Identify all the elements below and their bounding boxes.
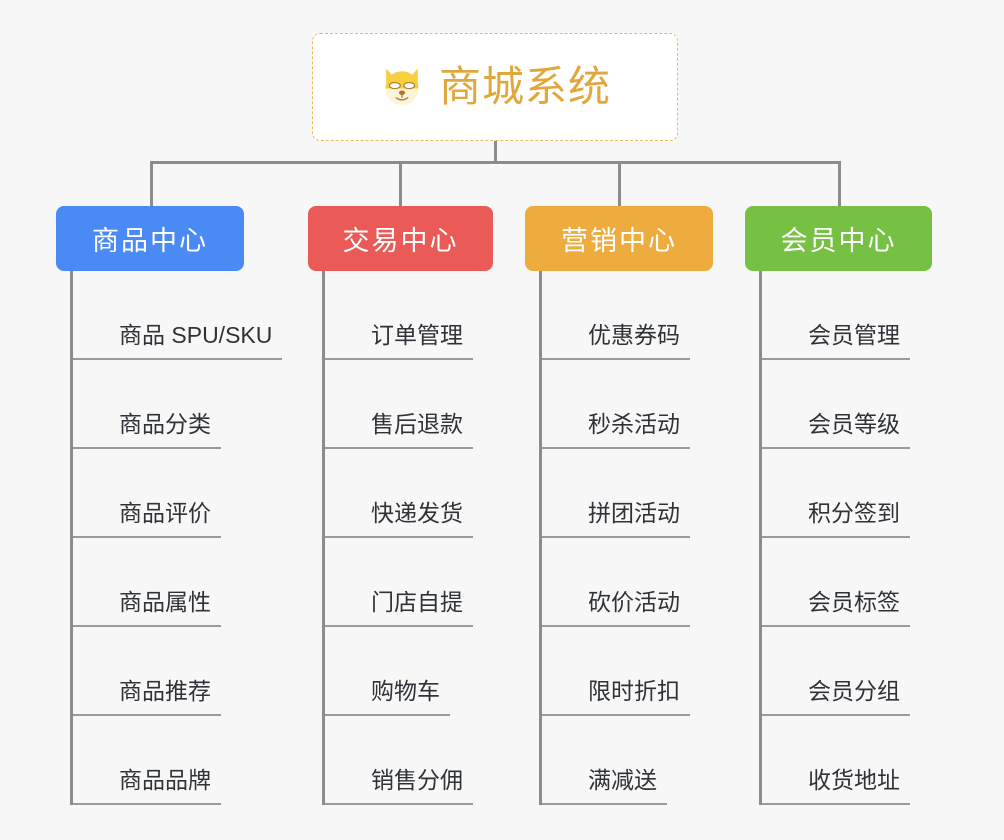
shiba-dog-face-icon — [385, 68, 419, 105]
leaf-item[interactable]: 优惠券码 — [542, 271, 713, 360]
connector-drop-1 — [150, 161, 153, 206]
leaf-item[interactable]: 商品 SPU/SKU — [73, 271, 282, 360]
leaf-item[interactable]: 商品属性 — [73, 538, 282, 627]
leaf-label: 秒杀活动 — [588, 410, 680, 437]
leaf-underline — [542, 358, 690, 360]
branch-header-4[interactable]: 会员中心 — [745, 206, 932, 271]
branch-header-2-label: 交易中心 — [342, 226, 459, 256]
leaf-underline — [762, 536, 910, 538]
leaf-label: 销售分佣 — [371, 766, 463, 793]
leaf-label: 商品评价 — [119, 499, 211, 526]
leaf-underline — [73, 803, 221, 805]
leaf-underline — [542, 803, 667, 805]
leaf-underline — [73, 625, 221, 627]
leaf-item[interactable]: 快递发货 — [325, 449, 493, 538]
leaf-label: 限时折扣 — [588, 677, 680, 704]
connector-root-stem — [494, 141, 497, 163]
leaf-underline — [73, 536, 221, 538]
branch-2-leaf-list: 订单管理 售后退款 快递发货 门店自提 购物车 销售分佣 — [322, 271, 493, 805]
leaf-item[interactable]: 收货地址 — [762, 716, 932, 805]
branch-1-leaf-list: 商品 SPU/SKU 商品分类 商品评价 商品属性 商品推荐 商品品牌 — [70, 271, 282, 805]
leaf-label: 会员分组 — [808, 677, 900, 704]
leaf-underline — [73, 447, 221, 449]
leaf-underline — [542, 447, 690, 449]
leaf-item[interactable]: 会员分组 — [762, 627, 932, 716]
leaf-item[interactable]: 满减送 — [542, 716, 713, 805]
leaf-label: 购物车 — [371, 677, 440, 704]
leaf-label: 商品分类 — [119, 410, 211, 437]
leaf-item[interactable]: 售后退款 — [325, 360, 493, 449]
leaf-label: 门店自提 — [371, 588, 463, 615]
leaf-item[interactable]: 商品品牌 — [73, 716, 282, 805]
leaf-item[interactable]: 购物车 — [325, 627, 493, 716]
leaf-underline — [762, 447, 910, 449]
branch-header-2[interactable]: 交易中心 — [308, 206, 493, 271]
root-node-shop-system[interactable]: 商城系统 — [312, 33, 678, 141]
branch-4-leaf-list: 会员管理 会员等级 积分签到 会员标签 会员分组 收货地址 — [759, 271, 932, 805]
leaf-underline — [325, 358, 473, 360]
leaf-item[interactable]: 商品分类 — [73, 360, 282, 449]
leaf-item[interactable]: 砍价活动 — [542, 538, 713, 627]
leaf-underline — [542, 536, 690, 538]
branch-header-1[interactable]: 商品中心 — [56, 206, 244, 271]
leaf-label: 砍价活动 — [588, 588, 680, 615]
leaf-underline — [325, 536, 473, 538]
leaf-underline — [762, 803, 910, 805]
leaf-label: 商品 SPU/SKU — [119, 321, 273, 348]
leaf-label: 拼团活动 — [588, 499, 680, 526]
leaf-underline — [542, 714, 690, 716]
leaf-label: 满减送 — [588, 766, 657, 793]
leaf-item[interactable]: 订单管理 — [325, 271, 493, 360]
leaf-item[interactable]: 拼团活动 — [542, 449, 713, 538]
leaf-item[interactable]: 会员标签 — [762, 538, 932, 627]
leaf-label: 积分签到 — [808, 499, 900, 526]
leaf-label: 会员管理 — [808, 321, 900, 348]
branch-column-2: 交易中心 订单管理 售后退款 快递发货 门店自提 购物车 — [308, 206, 493, 805]
leaf-item[interactable]: 销售分佣 — [325, 716, 493, 805]
leaf-item[interactable]: 商品推荐 — [73, 627, 282, 716]
connector-horizontal-bus — [150, 161, 840, 164]
branch-header-3-label: 营销中心 — [561, 226, 677, 256]
leaf-item[interactable]: 会员等级 — [762, 360, 932, 449]
leaf-underline — [325, 714, 450, 716]
leaf-underline — [762, 625, 910, 627]
branch-column-4: 会员中心 会员管理 会员等级 积分签到 会员标签 会员分组 — [745, 206, 932, 805]
branch-header-1-label: 商品中心 — [92, 226, 208, 256]
connector-drop-4 — [838, 161, 841, 206]
branch-3-leaf-list: 优惠券码 秒杀活动 拼团活动 砍价活动 限时折扣 满减送 — [539, 271, 713, 805]
leaf-label: 商品品牌 — [119, 766, 211, 793]
leaf-label: 会员标签 — [808, 588, 900, 615]
leaf-item[interactable]: 限时折扣 — [542, 627, 713, 716]
leaf-label: 商品属性 — [119, 588, 211, 615]
leaf-underline — [73, 714, 221, 716]
leaf-underline — [325, 447, 473, 449]
leaf-label: 会员等级 — [808, 410, 900, 437]
leaf-label: 优惠券码 — [588, 321, 680, 348]
leaf-underline — [325, 625, 473, 627]
branch-column-1: 商品中心 商品 SPU/SKU 商品分类 商品评价 商品属性 商品推荐 — [56, 206, 282, 805]
branch-column-3: 营销中心 优惠券码 秒杀活动 拼团活动 砍价活动 限时折扣 — [525, 206, 713, 805]
leaf-item[interactable]: 秒杀活动 — [542, 360, 713, 449]
leaf-underline — [542, 625, 690, 627]
connector-drop-2 — [399, 161, 402, 206]
leaf-label: 商品推荐 — [119, 677, 211, 704]
leaf-label: 订单管理 — [371, 321, 463, 348]
leaf-item[interactable]: 门店自提 — [325, 538, 493, 627]
leaf-item[interactable]: 积分签到 — [762, 449, 932, 538]
leaf-underline — [325, 803, 473, 805]
leaf-item[interactable]: 商品评价 — [73, 449, 282, 538]
leaf-underline — [762, 714, 910, 716]
root-title: 商城系统 — [438, 63, 611, 110]
leaf-label: 收货地址 — [808, 766, 900, 793]
leaf-label: 快递发货 — [371, 499, 463, 526]
branch-header-4-label: 会员中心 — [780, 226, 897, 256]
leaf-underline — [73, 358, 282, 360]
branch-header-3[interactable]: 营销中心 — [525, 206, 713, 271]
leaf-label: 售后退款 — [371, 410, 463, 437]
leaf-item[interactable]: 会员管理 — [762, 271, 932, 360]
connector-drop-3 — [618, 161, 621, 206]
leaf-underline — [762, 358, 910, 360]
